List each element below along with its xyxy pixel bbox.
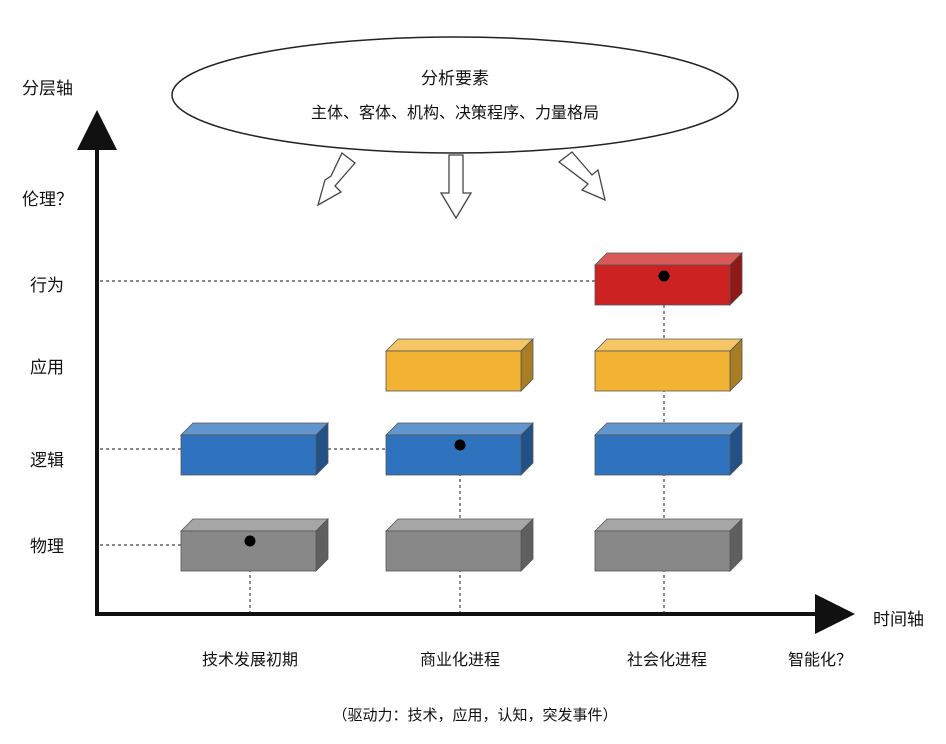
y-level-physical: 物理 (30, 537, 64, 557)
arrow-right-down (557, 151, 606, 202)
block-top-face (385, 422, 534, 436)
block-top-face (180, 422, 329, 436)
block-4 (385, 422, 534, 476)
block-6 (594, 518, 743, 572)
block-top-face (385, 518, 534, 532)
block-front-face (594, 350, 731, 392)
block-top-face (385, 338, 534, 352)
block-front-face (385, 530, 522, 572)
x-stage-intelligent: 智能化？ (788, 650, 852, 669)
analysis-elements-ellipse (171, 36, 739, 154)
ellipse-title: 分析要素 (421, 69, 489, 89)
block-marker-dot (454, 439, 466, 451)
block-top-face (180, 518, 329, 532)
block-7 (594, 422, 743, 476)
block-5 (385, 338, 534, 392)
block-front-face (385, 350, 522, 392)
y-level-logic: 逻辑 (30, 451, 64, 471)
hollow-arrows (316, 151, 606, 220)
block-top-face (594, 252, 743, 266)
block-front-face (180, 434, 317, 476)
block-8 (594, 338, 743, 392)
block-3 (385, 518, 534, 572)
block-front-face (594, 434, 731, 476)
y-axis-title: 分层轴 (22, 79, 73, 99)
block-front-face (594, 530, 731, 572)
block-9 (594, 252, 743, 306)
blocks-layer (180, 252, 743, 572)
y-level-application: 应用 (30, 358, 64, 378)
driving-forces-footnote: （驱动力：技术，应用，认知，突发事件） (332, 706, 617, 724)
arrow-left-down (316, 151, 356, 207)
x-stage-social: 社会化进程 (627, 650, 707, 669)
block-top-face (594, 518, 743, 532)
x-stage-commercial: 商业化进程 (420, 650, 500, 669)
block-marker-dot (244, 535, 256, 547)
block-top-face (594, 422, 743, 436)
arrow-down (439, 154, 473, 220)
ellipse-subtitle: 主体、客体、机构、决策程序、力量格局 (311, 103, 599, 122)
y-level-behavior: 行为 (30, 276, 64, 296)
block-top-face (594, 338, 743, 352)
x-stage-early: 技术发展初期 (202, 650, 298, 669)
block-2 (180, 422, 329, 476)
block-marker-dot (658, 270, 670, 282)
block-front-face (385, 434, 522, 476)
x-axis-title: 时间轴 (873, 610, 924, 630)
block-1 (180, 518, 329, 572)
y-level-ethics: 伦理？ (22, 190, 73, 210)
